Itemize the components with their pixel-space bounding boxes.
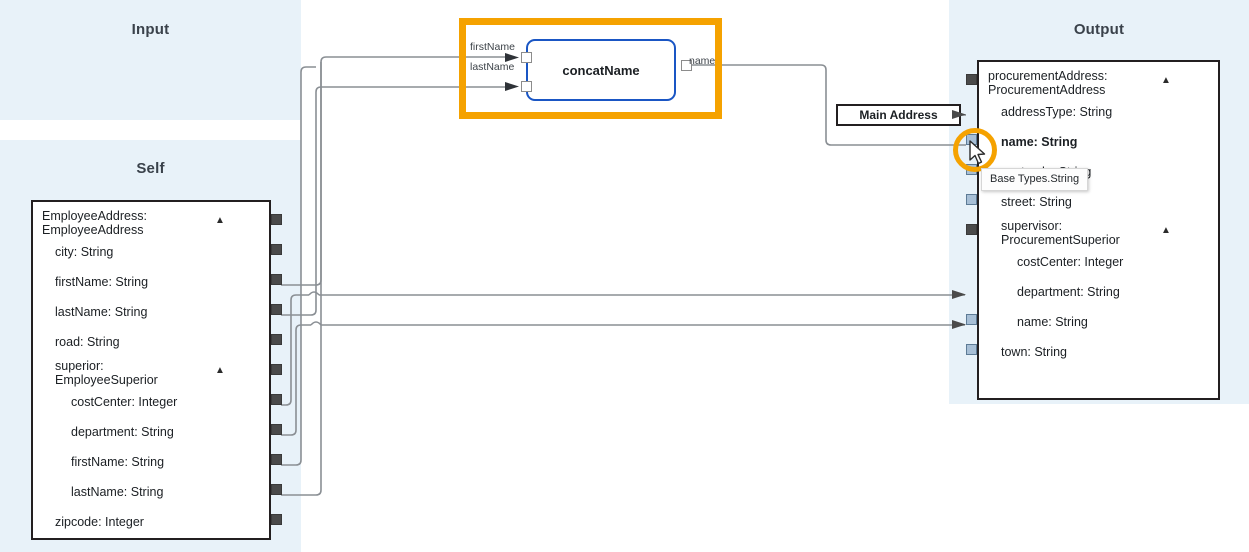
function-input-port-lastname[interactable] [521, 81, 532, 92]
self-schema-row-label: firstName: String [71, 455, 165, 469]
self-schema-row[interactable]: lastName: String [33, 485, 269, 499]
constant-node-value: Main Address [859, 108, 938, 122]
self-schema-port[interactable] [271, 213, 282, 225]
output-schema-row-label: town: String [1001, 345, 1068, 359]
output-schema-port[interactable] [966, 223, 977, 235]
function-input-label-lastname: lastName [470, 61, 515, 73]
tooltip-text: Base Types.String [990, 173, 1080, 185]
function-output-label-name: name [689, 55, 716, 67]
chevron-up-icon[interactable]: ▲ [215, 215, 225, 226]
output-schema-row[interactable]: name: String [979, 315, 1218, 329]
self-schema-row-label: firstName: String [55, 275, 149, 289]
self-schema-row-label: zipcode: Integer [55, 515, 144, 529]
mouse-cursor [969, 140, 986, 165]
self-schema-row-label: road: String [55, 335, 120, 349]
function-node-label: concatName [562, 62, 640, 78]
output-schema-row-label: costCenter: Integer [1017, 255, 1124, 269]
output-schema-row[interactable]: town: String [979, 345, 1218, 359]
self-schema-row-label: city: String [55, 245, 114, 259]
self-schema-port[interactable] [271, 393, 282, 405]
self-schema-port[interactable] [271, 333, 282, 345]
output-schema-port[interactable] [966, 343, 977, 355]
self-schema-row[interactable]: EmployeeAddress: EmployeeAddress [33, 209, 269, 237]
self-schema-port[interactable] [271, 273, 282, 285]
self-schema-row[interactable]: city: String [33, 245, 269, 259]
input-lane [0, 0, 301, 120]
output-schema-row[interactable]: procurementAddress: ProcurementAddress [979, 69, 1218, 97]
self-schema-row[interactable]: costCenter: Integer [33, 395, 269, 409]
output-schema-row[interactable]: costCenter: Integer [979, 255, 1218, 269]
output-schema-row-label: addressType: String [1001, 105, 1113, 119]
self-schema-row[interactable]: superior: EmployeeSuperior [33, 359, 269, 387]
output-schema-row-label: name: String [1017, 315, 1088, 329]
self-schema-row[interactable]: zipcode: Integer [33, 515, 269, 529]
self-schema-row-label: lastName: String [55, 305, 148, 319]
port-hover-highlight [953, 128, 997, 172]
self-schema-row-label: superior: EmployeeSuperior [55, 359, 158, 387]
output-schema-row[interactable]: department: String [979, 285, 1218, 299]
output-schema-row-label: procurementAddress: ProcurementAddress [988, 69, 1108, 97]
function-node-concatname[interactable]: concatName [526, 39, 676, 101]
self-schema-row-label: department: String [71, 425, 174, 439]
output-schema-row-label: supervisor: ProcurementSuperior [1001, 219, 1120, 247]
self-schema-port[interactable] [271, 243, 282, 255]
chevron-up-icon[interactable]: ▲ [1161, 75, 1171, 86]
output-schema-port[interactable] [966, 193, 977, 205]
self-lane-title: Self [136, 160, 165, 177]
chevron-up-icon[interactable]: ▲ [1161, 225, 1171, 236]
self-schema-port[interactable] [271, 453, 282, 465]
chevron-up-icon[interactable]: ▲ [215, 365, 225, 376]
port-type-tooltip: Base Types.String [981, 168, 1089, 191]
function-output-port-name[interactable] [681, 60, 692, 71]
self-schema-row[interactable]: road: String [33, 335, 269, 349]
self-schema-row-label: lastName: String [71, 485, 164, 499]
output-schema-row-label: name: String [1001, 135, 1078, 149]
self-schema-port[interactable] [271, 513, 282, 525]
output-lane-title: Output [1073, 21, 1125, 38]
self-schema-port[interactable] [271, 483, 282, 495]
self-schema-row[interactable]: department: String [33, 425, 269, 439]
output-schema-row-label: department: String [1017, 285, 1120, 299]
output-schema-port[interactable] [966, 73, 977, 85]
self-schema-port[interactable] [271, 423, 282, 435]
self-schema-row-label: costCenter: Integer [71, 395, 178, 409]
output-schema-row[interactable]: addressType: String [979, 105, 1218, 119]
output-schema-row[interactable]: supervisor: ProcurementSuperior [979, 219, 1218, 247]
output-schema-row[interactable]: street: String [979, 195, 1218, 209]
self-schema-port[interactable] [271, 303, 282, 315]
self-schema-row[interactable]: firstName: String [33, 275, 269, 289]
self-schema-box[interactable]: EmployeeAddress: EmployeeAddress ▲ city: S… [31, 200, 271, 540]
function-input-port-firstname[interactable] [521, 52, 532, 63]
self-schema-port[interactable] [271, 363, 282, 375]
input-lane-title: Input [131, 21, 170, 38]
self-schema-row[interactable]: lastName: String [33, 305, 269, 319]
constant-node-main-address[interactable]: Main Address [836, 104, 961, 126]
self-schema-row[interactable]: firstName: String [33, 455, 269, 469]
self-schema-row-label: EmployeeAddress: EmployeeAddress [42, 209, 147, 237]
function-input-label-firstname: firstName [470, 41, 515, 53]
output-schema-port[interactable] [966, 313, 977, 325]
output-schema-box[interactable]: procurementAddress: ProcurementAddress ▲ a… [977, 60, 1220, 400]
output-schema-row[interactable]: name: String [979, 135, 1218, 149]
output-schema-row-label: street: String [1001, 195, 1072, 209]
